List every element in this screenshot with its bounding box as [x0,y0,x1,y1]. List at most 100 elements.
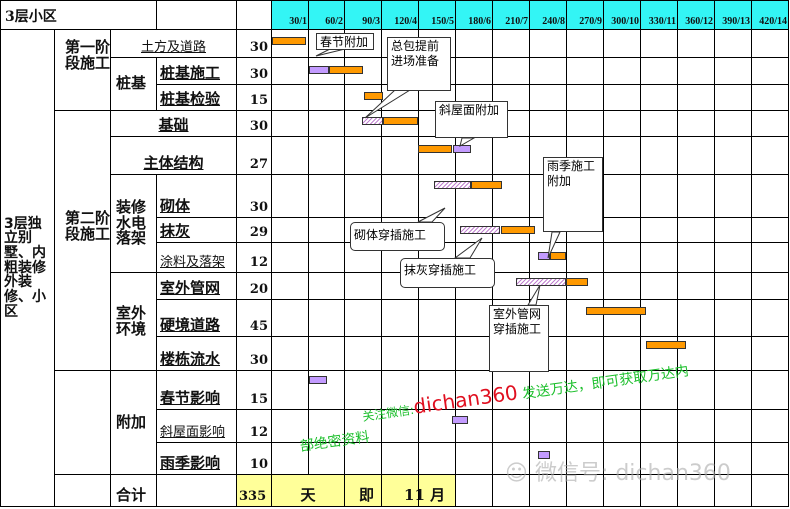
grid-cell [309,137,345,175]
task-days: 30 [237,111,272,137]
phase-2-label: 第二阶段施工 [55,111,111,371]
grid-cell [382,371,419,410]
task-name: 砌体 [157,175,237,218]
x-tick: 240/8 [530,0,567,30]
task-name: 春节影响 [157,371,237,410]
x-tick: 120/4 [382,0,419,30]
grid-cell [493,85,530,111]
grid-cell [715,58,752,85]
grid-cell [382,85,419,111]
grid-cell [567,85,604,111]
grid-cell [752,175,789,218]
grid-cell [715,218,752,243]
task-days: 27 [237,137,272,175]
grid-cell [309,443,345,475]
callout-spring: 春节附加 [316,33,374,50]
task-name: 雨季影响 [157,443,237,475]
group-finish: 装修水电落架 [111,175,157,273]
grid-cell [678,243,715,273]
grid-cell [604,111,641,137]
grid-cell [641,443,678,475]
grid-cell [641,371,678,410]
grid-cell [567,371,604,410]
grid-cell [752,371,789,410]
grid-cell [715,175,752,218]
grid-cell [715,243,752,273]
grid-cell [678,111,715,137]
grid-cell [345,443,382,475]
task-days: 45 [237,300,272,337]
grid-cell [752,58,789,85]
blank-cell [237,0,272,30]
grid-cell [345,273,382,300]
gantt-bar-orange [328,66,364,74]
task-name: 抹灰 [157,218,237,243]
grid-cell [604,273,641,300]
tail [547,231,561,259]
grid-cell [678,475,715,507]
callout-pipe: 室外管网穿插施工 [489,305,549,372]
grid-cell [309,111,345,137]
grid-cell [493,243,530,273]
gantt-bar-hatch [434,181,472,189]
gantt-bar-orange [418,145,452,153]
grid-cell [752,30,789,58]
grid-cell [752,443,789,475]
grid-cell [752,137,789,175]
grid-cell [530,30,567,58]
grid-cell [345,243,382,273]
grid-cell [493,58,530,85]
grid-cell [493,111,530,137]
grid-cell [752,273,789,300]
grid-cell [530,58,567,85]
grid-cell [678,443,715,475]
task-days: 15 [237,85,272,111]
grid-cell [678,371,715,410]
grid-cell [309,300,345,337]
grid-cell [272,300,309,337]
task-name: 硬境道路 [157,300,237,337]
grid-cell [604,371,641,410]
x-tick: 150/5 [419,0,456,30]
grid-cell [752,410,789,443]
grid-cell [309,243,345,273]
grid-cell [715,300,752,337]
grid-cell [715,443,752,475]
grid-cell [530,371,567,410]
gantt-bar-orange [272,37,307,45]
grid-cell [419,337,456,371]
task-days: 12 [237,243,272,273]
task-name: 土方及道路 [111,30,237,58]
grid-cell [272,111,309,137]
task-days: 12 [237,410,272,443]
callout-masonry: 砌体穿插施工 [350,222,445,251]
blank-cell [157,475,237,507]
grid-cell [382,111,419,137]
grid-cell [641,111,678,137]
gantt-bar-purple [537,252,551,260]
grid-cell [493,371,530,410]
grid-cell [567,337,604,371]
task-days: 30 [237,30,272,58]
grid-cell [272,337,309,371]
tail [417,207,446,223]
callout-rain: 雨季施工附加 [543,157,603,232]
grid-cell [530,111,567,137]
grid-cell [641,410,678,443]
grid-cell [641,218,678,243]
total-ji: 即 [359,486,375,505]
x-tick: 330/11 [641,0,678,30]
callout-early-entry: 总包提前进场准备 [387,37,451,91]
task-name: 楼栋流水 [157,337,237,371]
tail [527,284,541,306]
grid-cell [456,58,493,85]
task-name: 桩基施工 [157,58,237,85]
grid-cell [272,243,309,273]
watermark-wechat-id: ☺ 微信号: dichan360 [505,455,731,487]
grid-cell [567,443,604,475]
grid-cell [382,443,419,475]
x-tick: 180/6 [456,0,493,30]
grid-cell [641,137,678,175]
blank-cell [55,475,111,507]
